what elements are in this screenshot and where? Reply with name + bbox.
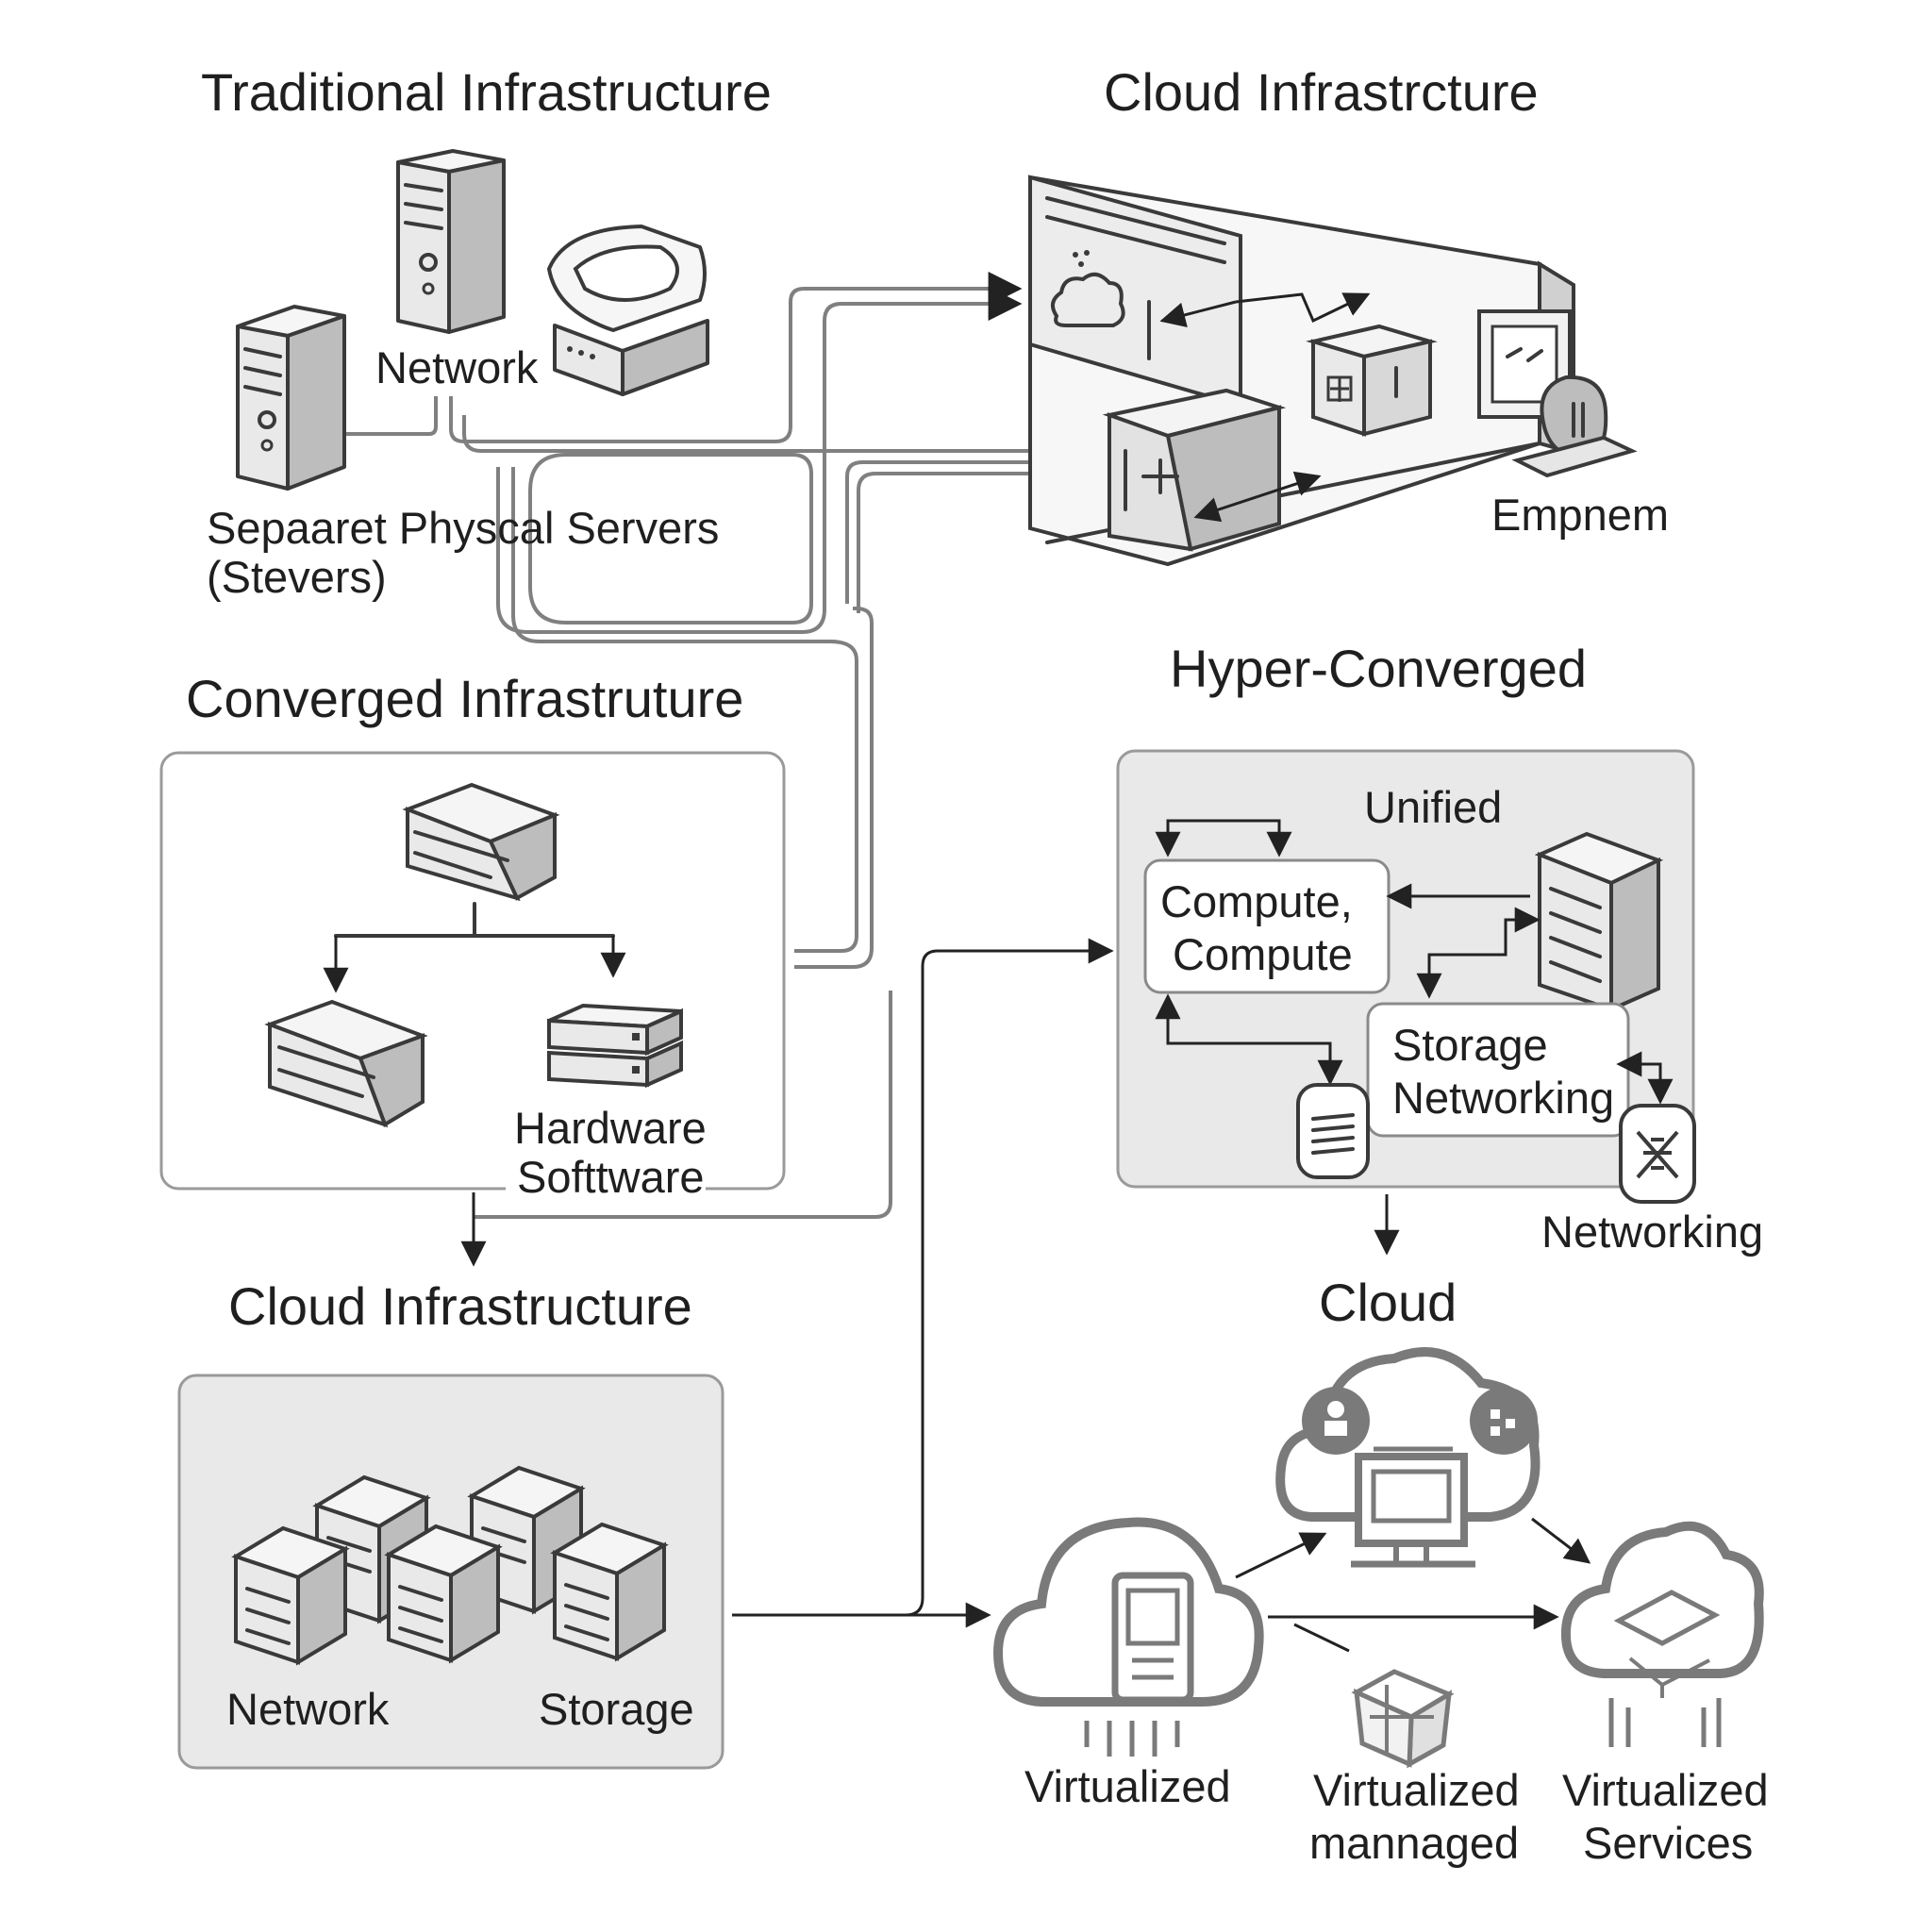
managed-package-icon: [1351, 1669, 1455, 1769]
virtualized-cloud-icon: [992, 1517, 1264, 1757]
cloud-infra-top-title: Cloud Infrastrcture: [1104, 62, 1539, 122]
compute-cube-large-icon: [1102, 388, 1287, 552]
empnem-label: Empnem: [1491, 490, 1669, 540]
tower-server-icon: [396, 149, 506, 334]
networking-label: Networking: [1541, 1207, 1763, 1257]
traditional-network-label: Network: [375, 342, 539, 392]
connector-pipes: [344, 272, 1098, 1219]
separate-servers-label: Sepaaret Physcal Servers: [207, 503, 719, 553]
compute-cube-icon: [1306, 324, 1438, 437]
hyper-converged-title: Hyper-Converged: [1170, 639, 1587, 698]
virtualized-services-line1: Virtualized: [1562, 1765, 1769, 1815]
server-cluster-icon: [231, 1465, 669, 1666]
tower-server-icon: [236, 305, 346, 491]
compute-line2: Compute: [1173, 929, 1353, 979]
virtualized-label: Virtualized: [1024, 1761, 1231, 1811]
virtualized-managed-line2: mannaged: [1309, 1818, 1519, 1868]
label-backdrop: [506, 1094, 706, 1208]
software-label: Softtware: [517, 1152, 705, 1202]
managed-cloud-icon: [1275, 1347, 1541, 1568]
cloud-title: Cloud: [1319, 1273, 1457, 1332]
monitor-lock-icon: [1477, 309, 1638, 478]
storage-line2: Networking: [1392, 1073, 1614, 1123]
cloud-storage-label: Storage: [539, 1684, 694, 1734]
networking-switch-icon: [1619, 1104, 1696, 1204]
servers-sub-label: (Stevers): [207, 552, 387, 602]
unified-label: Unified: [1364, 782, 1502, 832]
converged-appliance-top-icon: [402, 782, 560, 902]
virtualized-services-line2: Services: [1583, 1818, 1753, 1868]
compute-line1: Compute,: [1160, 876, 1353, 926]
hardware-label: Hardware: [514, 1103, 707, 1153]
storage-line1: Storage: [1392, 1020, 1548, 1070]
cloud-infra-bottom-title: Cloud Infrastructure: [228, 1276, 692, 1336]
converged-tree-connector: [323, 902, 626, 993]
compute-box: [1143, 858, 1391, 994]
traditional-title: Traditional Infrastructure: [201, 62, 772, 122]
converged-storage-stack-icon: [547, 1003, 683, 1089]
converged-appliance-left-icon: [264, 999, 428, 1128]
virtualized-managed-line1: Virtualized: [1313, 1765, 1520, 1815]
services-cloud-icon: [1560, 1521, 1764, 1747]
hyper-server-icon: [1534, 831, 1664, 1013]
converged-title: Converged Infrastruture: [186, 669, 743, 728]
storage-list-icon: [1296, 1083, 1370, 1179]
cloud-network-label: Network: [226, 1684, 390, 1734]
network-appliance-icon: [547, 225, 709, 396]
